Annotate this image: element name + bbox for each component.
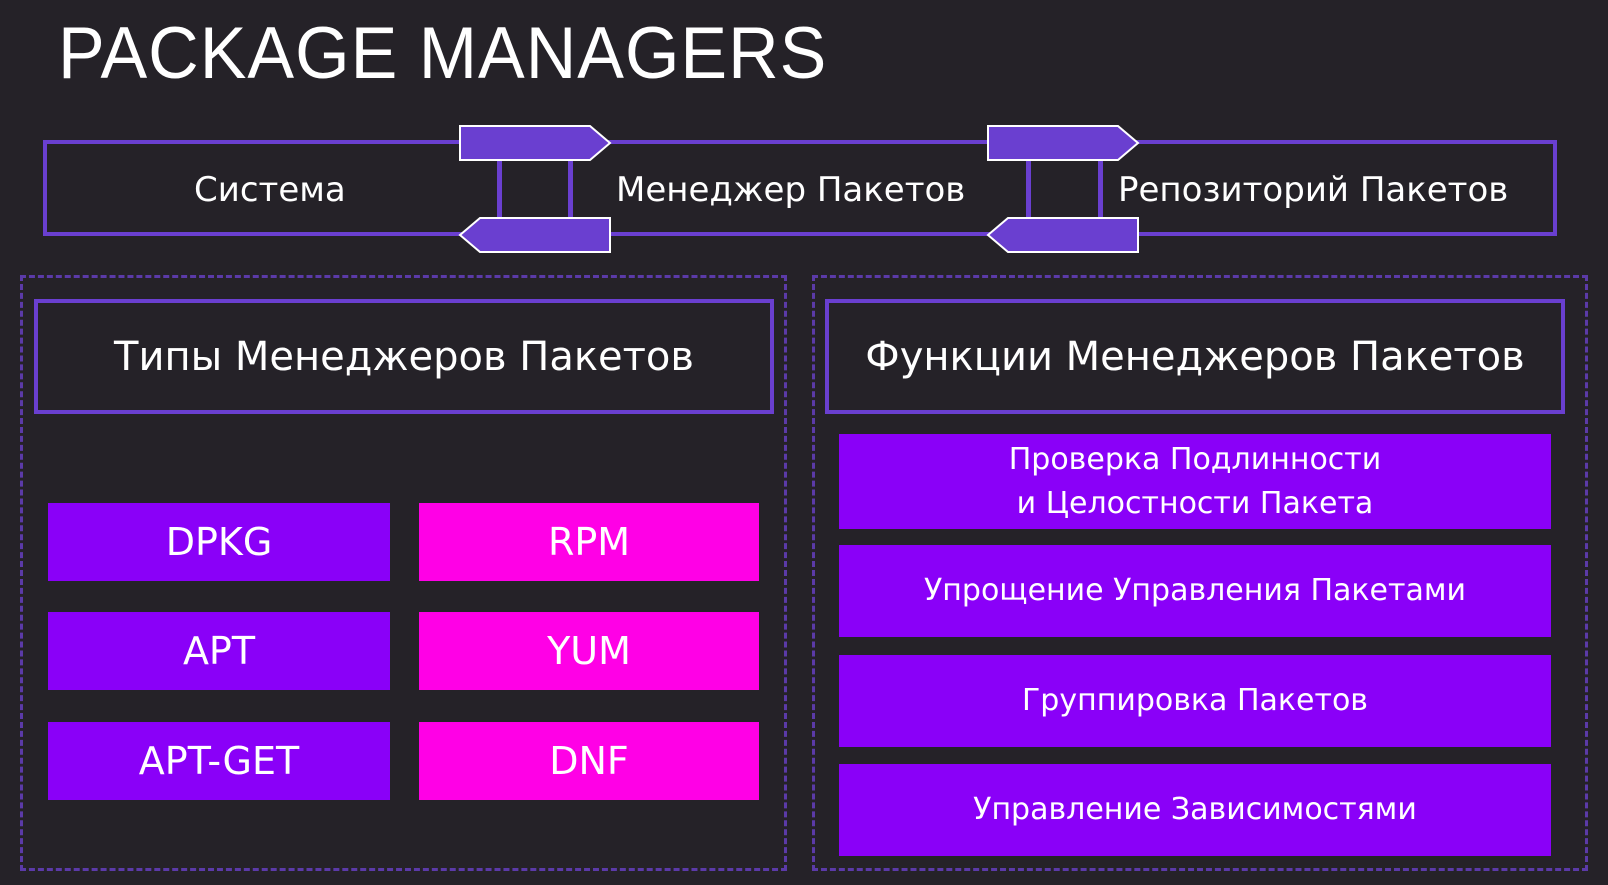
pm-rpm: RPM [419,503,759,581]
functions-panel [812,275,1588,871]
flow-label-package-manager: Менеджер Пакетов [616,170,966,210]
left-arrow-icon [986,217,1139,253]
right-arrow-icon [459,125,612,161]
flow-label-package-repository: Репозиторий Пакетов [1118,170,1509,210]
types-header: Типы Менеджеров Пакетов [34,299,774,414]
connector-line [1026,161,1031,217]
function-grouping: Группировка Пакетов [839,655,1551,747]
pm-yum: YUM [419,612,759,690]
types-panel [20,275,787,871]
function-dependency-management: Управление Зависимостями [839,764,1551,856]
pm-dpkg: DPKG [48,503,390,581]
function-authenticity-check: Проверка Подлинности и Целостности Пакет… [839,434,1551,529]
right-arrow-icon [987,125,1140,161]
flow-arrows [458,125,1140,253]
connector-line [497,161,502,217]
function-simplify-management: Упрощение Управления Пакетами [839,545,1551,637]
function-line: Проверка Подлинности [1008,442,1382,477]
pm-dnf: DNF [419,722,759,800]
function-line: и Целостности Пакета [1016,485,1374,521]
pm-apt-get: APT-GET [48,722,390,800]
flow-label-system: Система [194,170,346,210]
pm-apt: APT [48,612,390,690]
page-title: PACKAGE MANAGERS [58,12,828,94]
left-arrow-icon [458,217,611,253]
connector-line [568,161,573,217]
flow-box [43,140,1557,236]
functions-header: Функции Менеджеров Пакетов [825,299,1565,414]
connector-line [1098,161,1103,217]
